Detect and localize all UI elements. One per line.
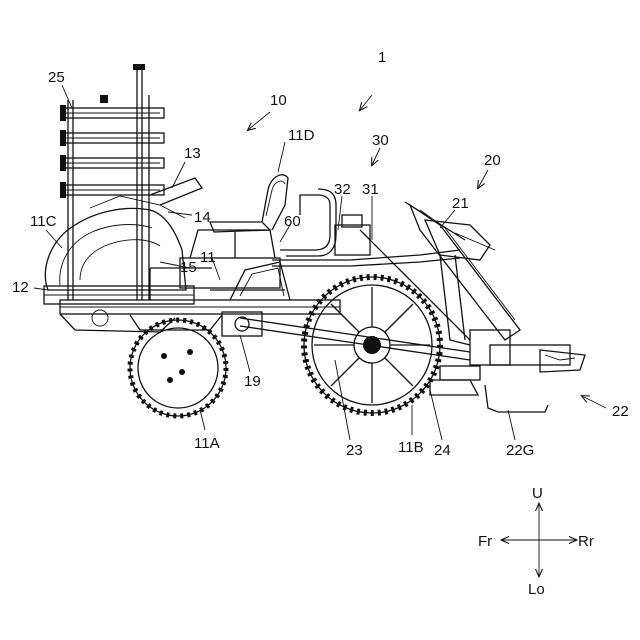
reference-numerals: 1 10 11D 13 25 14 11C 12 15 11 60 32 31 … — [12, 49, 629, 459]
seedling-rack — [60, 64, 164, 300]
direction-compass: U Fr Rr Lo — [478, 485, 594, 598]
label-22g: 22G — [506, 442, 534, 459]
rear-wheel — [304, 277, 440, 413]
label-13: 13 — [184, 145, 201, 162]
label-25: 25 — [48, 69, 65, 86]
label-30: 30 — [372, 132, 389, 149]
label-23: 23 — [346, 442, 363, 459]
body-frame — [60, 230, 340, 332]
label-21: 21 — [452, 195, 469, 212]
compass-low-label: Lo — [528, 581, 545, 598]
label-32: 32 — [334, 181, 351, 198]
front-wheel — [130, 320, 226, 416]
label-19: 19 — [244, 373, 261, 390]
compass-front-label: Fr — [478, 533, 492, 550]
label-20: 20 — [484, 152, 501, 169]
label-11a: 11A — [194, 435, 220, 452]
driver-seat — [210, 175, 288, 258]
compass-up-label: U — [532, 485, 543, 502]
label-11b: 11B — [398, 439, 424, 456]
label-22: 22 — [612, 403, 629, 420]
label-24: 24 — [434, 442, 451, 459]
label-11d: 11D — [288, 127, 315, 144]
label-10: 10 — [270, 92, 287, 109]
label-12: 12 — [12, 279, 29, 296]
label-1: 1 — [378, 49, 386, 66]
label-11: 11 — [200, 249, 216, 266]
label-11c: 11C — [30, 213, 57, 230]
label-31: 31 — [362, 181, 379, 198]
label-60: 60 — [284, 213, 301, 230]
label-14: 14 — [194, 209, 211, 226]
label-15: 15 — [180, 259, 197, 276]
compass-rear-label: Rr — [578, 533, 594, 550]
